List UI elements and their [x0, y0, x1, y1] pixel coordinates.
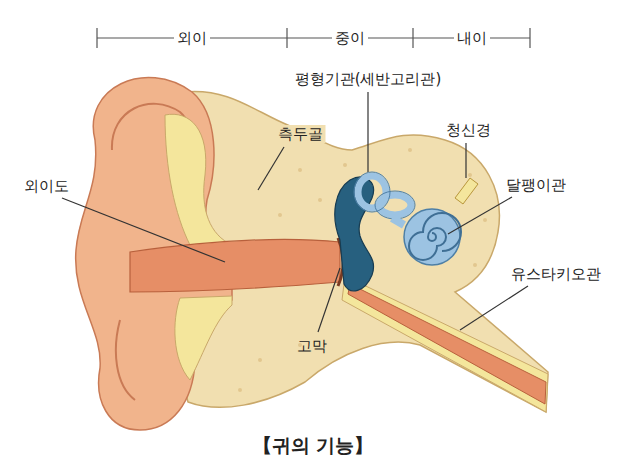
part-label: 측두골 — [275, 125, 326, 143]
region-bracket — [97, 28, 530, 48]
cochlea — [392, 209, 461, 265]
eustachian-lumen — [348, 284, 546, 404]
region-label: 외이 — [174, 29, 210, 47]
ear-canal — [130, 240, 340, 292]
auditory-nerve — [455, 178, 478, 204]
part-label: 청신경 — [443, 121, 494, 139]
part-label: 외이도 — [21, 177, 72, 195]
region-label: 중이 — [332, 29, 368, 47]
part-label: 평형기관(세반고리관) — [292, 70, 445, 88]
eustachian-tube — [342, 276, 548, 412]
region-label: 내이 — [454, 29, 490, 47]
semicircular-canals — [358, 176, 411, 215]
part-label: 달팽이관 — [503, 176, 569, 194]
part-label: 고막 — [294, 337, 330, 355]
part-label: 유스타키오관 — [508, 265, 604, 283]
caption: 【귀의 기능】 — [253, 433, 374, 459]
leader-lines — [62, 92, 528, 332]
semicircular-outline — [354, 172, 415, 219]
